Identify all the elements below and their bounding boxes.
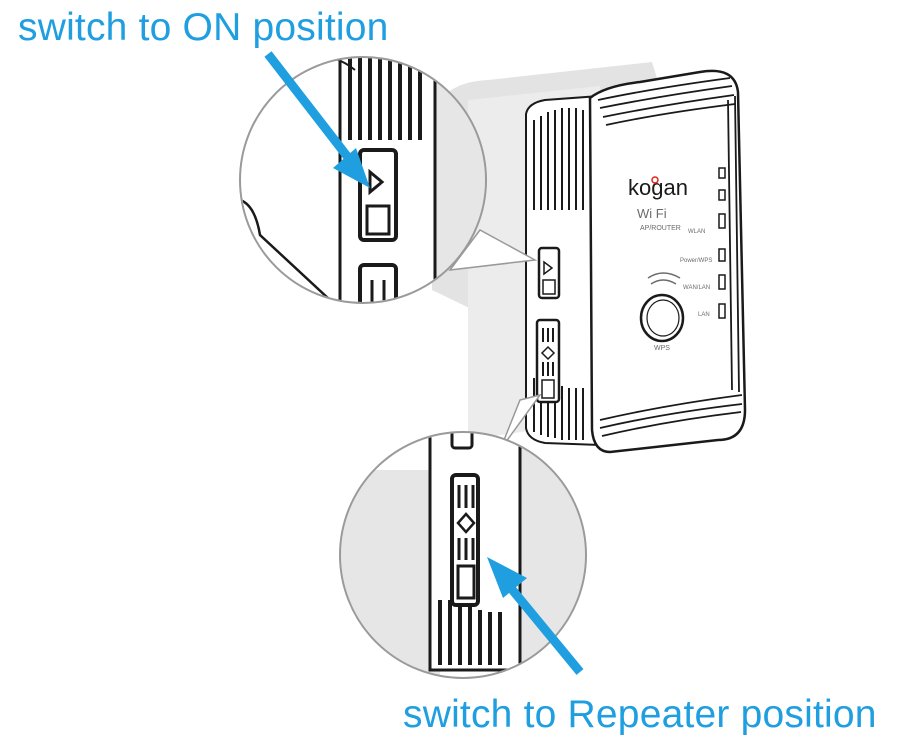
led-power-wps-label: Power/WPS xyxy=(680,258,712,264)
router-device: kogan Wi Fi AP/ROUTER WLAN Power/WPS WAN… xyxy=(525,69,747,454)
side-on-switch xyxy=(537,246,561,300)
wps-button: WPS xyxy=(639,272,685,352)
on-switch-callout: switch to ON position xyxy=(18,6,389,49)
power-icon xyxy=(651,176,659,184)
arrow-on xyxy=(264,51,370,188)
magnifier-repeater-switch xyxy=(339,431,587,679)
arrow-repeater xyxy=(487,557,584,675)
magnifier-on-switch xyxy=(239,56,487,304)
wifi-logo: Wi Fi xyxy=(637,206,667,221)
led-indicators xyxy=(718,167,726,319)
mode-label: AP/ROUTER xyxy=(640,225,681,232)
side-mode-switch xyxy=(535,318,561,404)
led-wlan-label: WLAN xyxy=(688,229,705,235)
repeater-switch-callout: switch to Repeater position xyxy=(403,693,877,736)
wps-label: WPS xyxy=(654,345,670,352)
led-lan-label: LAN xyxy=(698,312,710,318)
led-wan-lan-label: WAN/LAN xyxy=(683,285,710,291)
